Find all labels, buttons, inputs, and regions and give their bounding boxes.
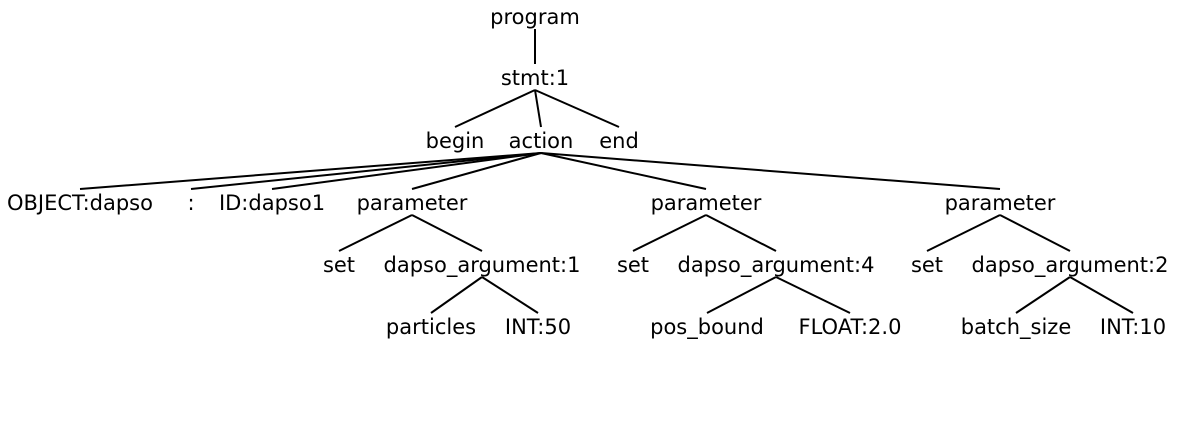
tree-edge — [411, 214, 483, 252]
tree-edge — [430, 276, 483, 314]
node-stmt: stmt:1 — [501, 66, 569, 90]
node-dapso-argument: dapso_argument:2 — [972, 253, 1169, 278]
tree-edge — [540, 152, 1001, 190]
node-begin: begin — [426, 129, 485, 153]
tree-nodes: program stmt:1 begin action endOBJECT:dapso:… — [7, 5, 1168, 340]
node-dapso-argument: dapso_argument:1 — [384, 253, 581, 278]
tree-edge — [481, 276, 539, 314]
tree-edge — [926, 214, 1001, 252]
tree-edge — [705, 214, 777, 252]
tree-edge — [534, 89, 620, 128]
tree-edge — [79, 152, 542, 190]
node-parameter: parameter — [357, 191, 468, 215]
node-set: set — [617, 253, 649, 277]
tree-edges — [79, 29, 1134, 314]
node-argument-name: particles — [386, 315, 476, 339]
tree-edge — [540, 152, 707, 190]
node-dapso-argument: dapso_argument:4 — [678, 253, 875, 278]
node-set: set — [323, 253, 355, 277]
tree-edge — [190, 152, 542, 190]
tree-edge — [338, 214, 413, 252]
node-action: action — [509, 129, 574, 153]
node-parameter: parameter — [651, 191, 762, 215]
tree-edge — [1069, 276, 1134, 314]
node-id: ID:dapso1 — [219, 191, 325, 215]
node-end: end — [599, 129, 639, 153]
tree-edge — [271, 152, 542, 190]
node-program: program — [490, 5, 580, 29]
node-argument-value: INT:10 — [1100, 315, 1166, 339]
tree-edge — [534, 89, 542, 128]
node-parameter: parameter — [945, 191, 1056, 215]
node-object: OBJECT:dapso — [7, 191, 153, 215]
node-argument-value: INT:50 — [505, 315, 571, 339]
node-argument-name: batch_size — [961, 315, 1072, 340]
tree-edge — [706, 276, 777, 314]
node-argument-name: pos_bound — [650, 315, 764, 340]
tree-edge — [454, 89, 536, 128]
node-colon: : — [187, 191, 194, 215]
tree-edge — [999, 214, 1071, 252]
tree-edge — [411, 152, 542, 190]
tree-edge — [775, 276, 851, 314]
node-set: set — [911, 253, 943, 277]
tree-edge — [632, 214, 707, 252]
tree-edge — [1015, 276, 1071, 314]
node-argument-value: FLOAT:2.0 — [799, 315, 902, 339]
